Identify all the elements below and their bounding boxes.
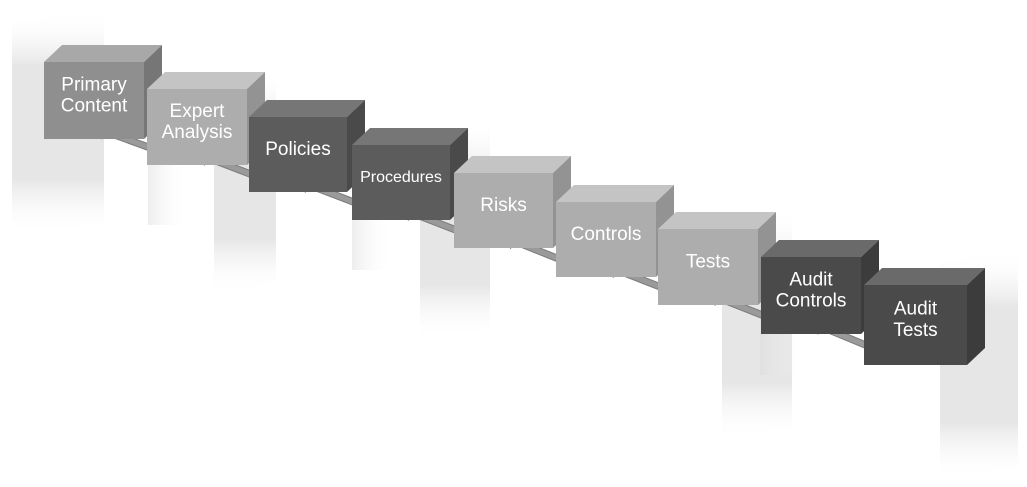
box-top-face	[352, 128, 468, 145]
box-label-line: Primary	[61, 74, 127, 95]
box-top-face	[249, 100, 365, 117]
box-label-line: Expert	[170, 101, 226, 122]
box-label-line: Controls	[776, 291, 847, 312]
box-top-face	[454, 156, 571, 173]
box-front-face	[44, 62, 144, 139]
box-label-line: Tests	[893, 320, 937, 341]
box-label-line: Analysis	[162, 122, 233, 143]
box-top-face	[658, 212, 776, 229]
box-front-face	[352, 145, 450, 220]
box-top-face	[44, 45, 162, 62]
box-front-face	[864, 285, 967, 365]
box-front-face	[147, 89, 247, 165]
box-front-face	[761, 257, 861, 334]
process-box: Risks	[454, 156, 571, 248]
box-top-face	[864, 268, 985, 285]
box-label-line: Policies	[265, 139, 330, 160]
box-front-face	[658, 229, 758, 305]
box-top-face	[556, 185, 674, 202]
box-label-line: Controls	[571, 224, 642, 245]
box-label-line: Audit	[789, 269, 833, 290]
box-side-face	[967, 268, 985, 365]
process-box: Tests	[658, 212, 776, 305]
box-label-line: Content	[61, 96, 128, 117]
box-top-face	[147, 72, 265, 89]
box-label-line: Tests	[686, 252, 730, 273]
process-box: Procedures	[352, 128, 468, 220]
process-box: Policies	[249, 100, 365, 192]
box-label-line: Audit	[894, 299, 938, 320]
box-front-face	[556, 202, 656, 277]
process-box: Controls	[556, 185, 674, 277]
box-front-face	[249, 117, 347, 192]
box-top-face	[761, 240, 879, 257]
box-label-line: Procedures	[360, 169, 442, 186]
box-front-face	[454, 173, 553, 248]
box-label-line: Risks	[480, 195, 526, 216]
